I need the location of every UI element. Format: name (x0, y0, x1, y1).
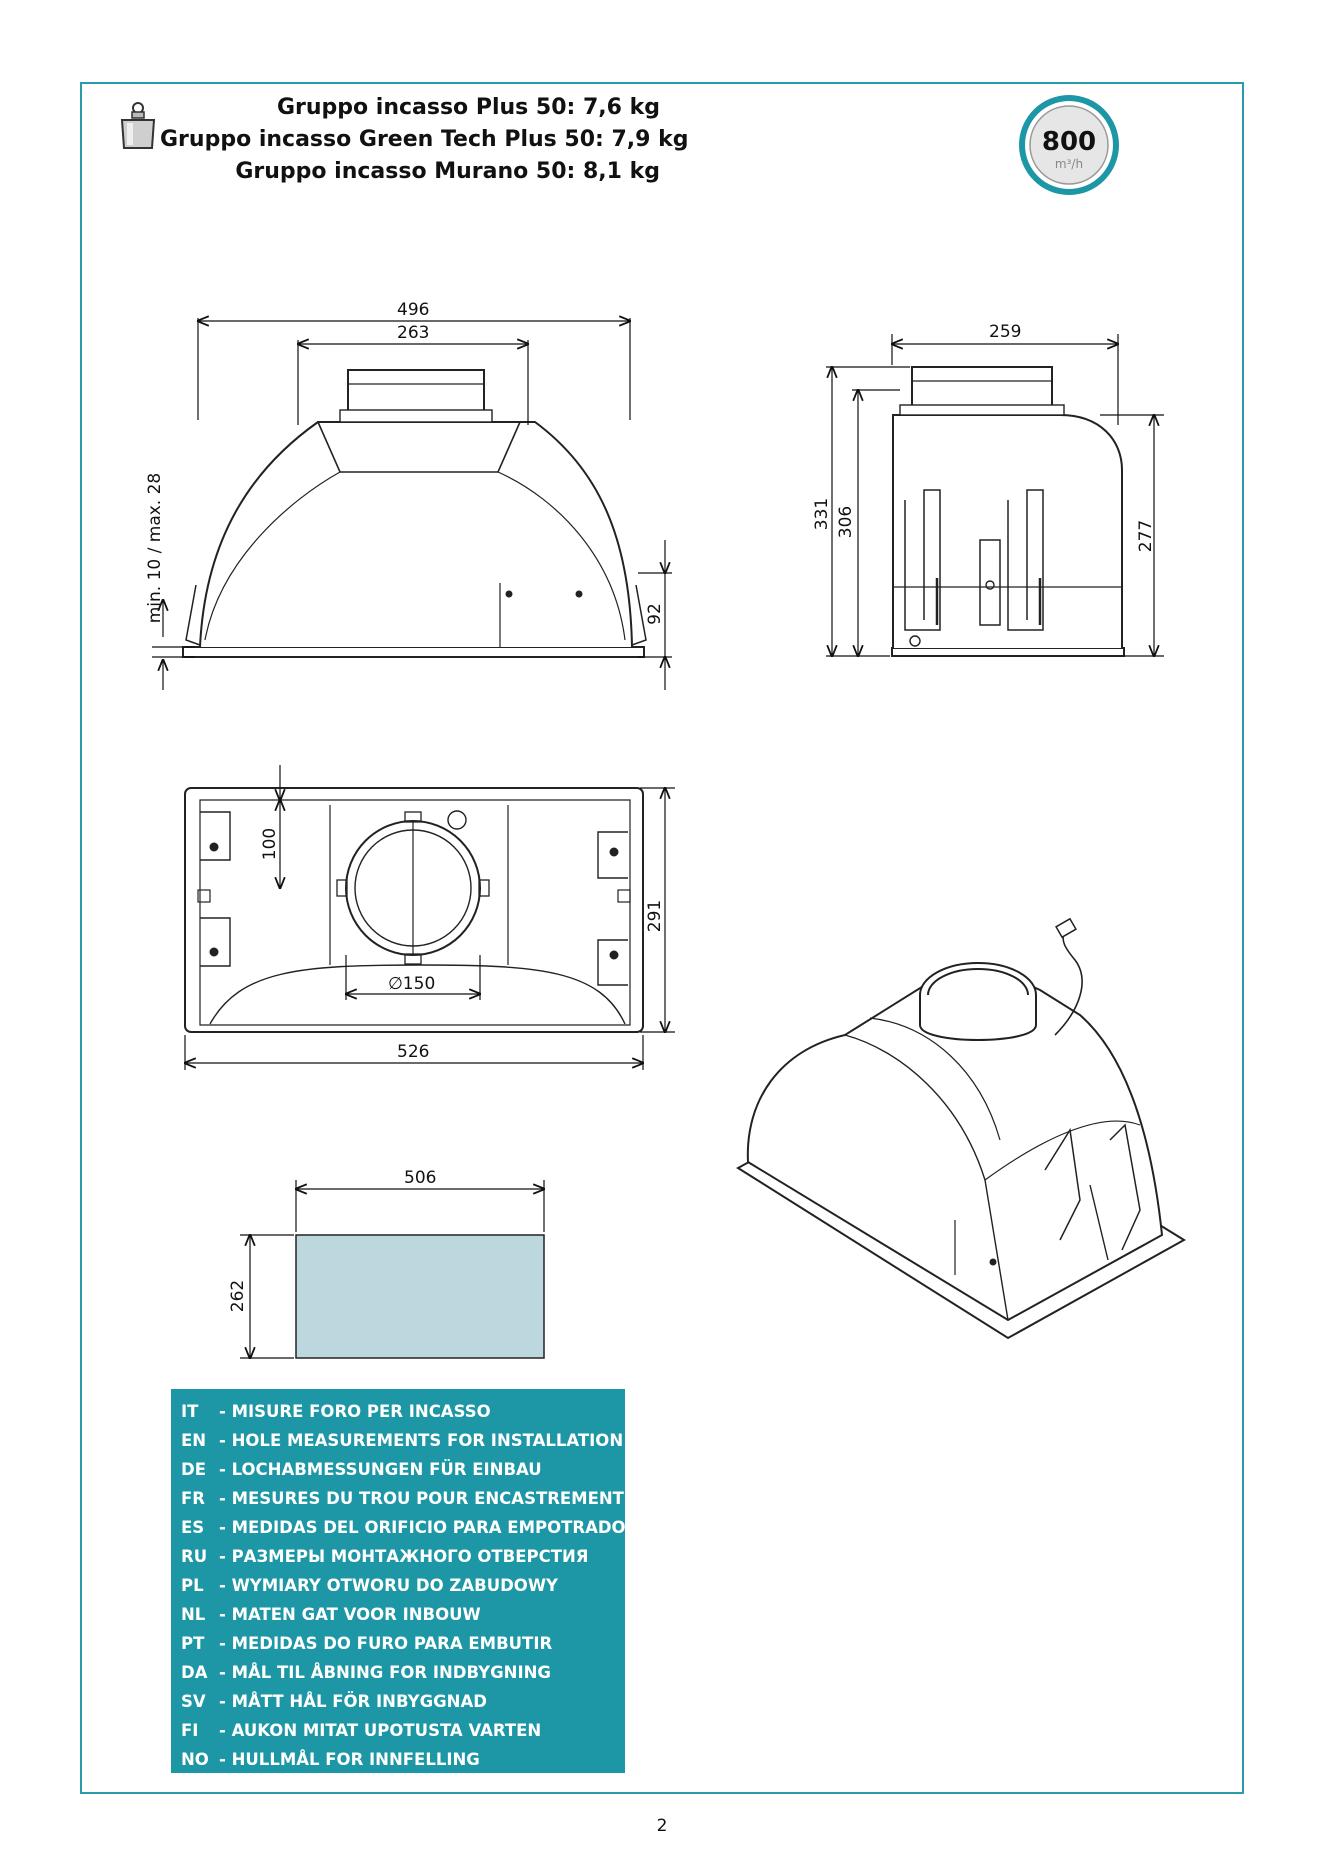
front-width-total-label: 496 (397, 300, 430, 320)
legend-code: DE (181, 1460, 206, 1479)
weight-line-plus: Gruppo incasso Plus 50: 7,6 kg (276, 95, 660, 120)
legend-text: - MESURES DU TROU POUR ENCASTREMENT (219, 1489, 624, 1508)
hole-measurements-legend: IT - MISURE FORO PER INCASSO EN - HOLE MEA… (171, 1389, 626, 1774)
legend-row-sv: SV - MÅTT HÅL FÖR INBYGGNAD (181, 1687, 615, 1716)
cutout-hole (295, 1234, 545, 1359)
front-view-dimensions (152, 318, 672, 690)
weight-list: Gruppo incasso Plus 50: 7,6 kg Gruppo in… (160, 92, 689, 188)
legend-text: - MÅL TIL ÅBNING FOR INDBYGNING (219, 1663, 551, 1682)
legend-text: - WYMIARY OTWORU DO ZABUDOWY (219, 1576, 558, 1595)
legend-row-fi: FI - AUKON MITAT UPOTUSTA VARTEN (181, 1716, 615, 1745)
legend-code: PL (181, 1576, 204, 1595)
legend-code: ES (181, 1518, 205, 1537)
legend-text: - MISURE FORO PER INCASSO (219, 1402, 491, 1421)
legend-row-ru: RU - РАЗМЕРЫ МОНТАЖНОГО ОТВЕРСТИЯ (181, 1542, 615, 1571)
legend-text: - LOCHABMESSUNGEN FÜR EINBAU (219, 1460, 542, 1479)
side-height-right-label: 277 (1136, 519, 1156, 553)
legend-code: FI (181, 1721, 199, 1740)
weight-icon (120, 102, 156, 149)
side-height-body-label: 306 (836, 505, 856, 539)
legend-text: - MÅTT HÅL FÖR INBYGGNAD (219, 1692, 487, 1711)
legend-text: - РАЗМЕРЫ МОНТАЖНОГО ОТВЕРСТИЯ (219, 1547, 589, 1566)
legend-text: - HULLMÅL FOR INNFELLING (219, 1750, 480, 1769)
legend-code: FR (181, 1489, 205, 1508)
legend-code: IT (181, 1402, 199, 1421)
legend-row-it: IT - MISURE FORO PER INCASSO (181, 1397, 615, 1426)
airflow-unit: m³/h (1055, 157, 1083, 171)
cutout-width-label: 506 (404, 1168, 437, 1188)
side-view-dimensions (826, 334, 1164, 656)
legend-text: - MATEN GAT VOOR INBOUW (219, 1605, 481, 1624)
top-depth-label: 291 (645, 899, 665, 933)
front-side-range-label: min. 10 / max. 28 (145, 472, 165, 624)
weight-line-murano: Gruppo incasso Murano 50: 8,1 kg (235, 159, 660, 184)
legend-code: PT (181, 1634, 205, 1653)
legend-row-fr: FR - MESURES DU TROU POUR ENCASTREMENT (181, 1484, 624, 1513)
side-height-total-label: 331 (812, 497, 832, 531)
legend-row-nl: NL - MATEN GAT VOOR INBOUW (181, 1600, 615, 1629)
weight-line-green-tech: Gruppo incasso Green Tech Plus 50: 7,9 k… (160, 127, 689, 152)
legend-row-en: EN - HOLE MEASUREMENTS FOR INSTALLATION (181, 1426, 623, 1455)
isometric-view (736, 917, 1186, 1340)
legend-text: - MEDIDAS DEL ORIFICIO PARA EMPOTRADO (219, 1518, 626, 1537)
legend-code: NO (181, 1750, 209, 1769)
top-width-label: 526 (397, 1042, 430, 1062)
side-width-label: 259 (989, 322, 1022, 342)
legend-text: - HOLE MEASUREMENTS FOR INSTALLATION (219, 1431, 624, 1450)
legend-code: DA (181, 1663, 208, 1682)
legend-row-de: DE - LOCHABMESSUNGEN FÜR EINBAU (181, 1455, 615, 1484)
legend-row-pt: PT - MEDIDAS DO FURO PARA EMBUTIR (181, 1629, 615, 1658)
legend-code: EN (181, 1431, 207, 1450)
cutout-dimensions (240, 1180, 544, 1358)
legend-row-da: DA - MÅL TIL ÅBNING FOR INDBYGNING (181, 1658, 615, 1687)
airflow-badge: 800 m³/h (1019, 95, 1119, 195)
legend-row-no: NO - HULLMÅL FOR INNFELLING (181, 1745, 615, 1774)
front-height-right-label: 92 (645, 603, 665, 625)
top-offset-label: 100 (260, 827, 280, 861)
side-view (891, 366, 1125, 657)
legend-text: - MEDIDAS DO FURO PARA EMBUTIR (219, 1634, 553, 1653)
legend-row-pl: PL - WYMIARY OTWORU DO ZABUDOWY (181, 1571, 615, 1600)
legend-code: NL (181, 1605, 206, 1624)
page-frame (80, 82, 1244, 1794)
page-number: 2 (656, 1816, 668, 1836)
top-view (184, 787, 644, 1033)
legend-row-es: ES - MEDIDAS DEL ORIFICIO PARA EMPOTRADO (181, 1513, 626, 1542)
legend-text: - AUKON MITAT UPOTUSTA VARTEN (219, 1721, 542, 1740)
top-duct-diameter-label: ∅150 (388, 974, 436, 994)
front-view (182, 369, 647, 658)
legend-code: SV (181, 1692, 206, 1711)
legend-code: RU (181, 1547, 208, 1566)
cutout-height-label: 262 (228, 1279, 248, 1313)
front-width-top-label: 263 (397, 323, 430, 343)
airflow-value: 800 (1042, 127, 1096, 157)
top-view-dimensions (185, 765, 675, 1070)
